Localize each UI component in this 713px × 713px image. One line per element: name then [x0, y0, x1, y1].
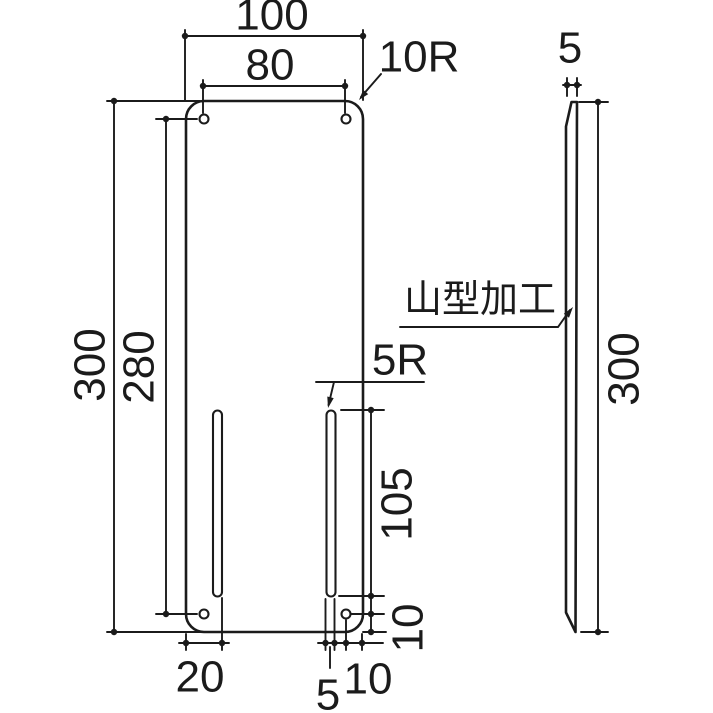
- extension-lines: [106, 29, 609, 651]
- label-corner-radius: 10R: [379, 33, 460, 82]
- hole-bottom-left: [198, 608, 210, 620]
- front-view-outline: [184, 99, 365, 634]
- dim-hole-bottom-offset: 10: [384, 604, 433, 653]
- hole-bottom-right: [340, 608, 352, 620]
- side-view-outline: [564, 100, 579, 634]
- label-mountain-process: 山型加工: [404, 279, 556, 321]
- dim-thickness: 5: [558, 24, 582, 73]
- dim-hole-pitch-h: 80: [246, 41, 295, 90]
- hole-top-left: [198, 113, 210, 125]
- arrowhead-process-note: [563, 307, 573, 318]
- dim-slot-edge-distance: 20: [176, 653, 225, 702]
- leader-lines: [315, 73, 573, 408]
- dim-hole-pitch-v: 280: [115, 330, 164, 403]
- side-view: [564, 100, 579, 634]
- dim-side-height: 300: [600, 332, 649, 405]
- slot-right: [325, 409, 337, 598]
- dim-hole-edge-distance: 10: [344, 655, 393, 704]
- dim-slot-width: 5: [316, 671, 340, 713]
- hole-top-right: [340, 113, 352, 125]
- label-slot-radius: 5R: [372, 336, 428, 385]
- arrowhead-slot-radius: [327, 396, 334, 408]
- arrowhead-corner-radius: [359, 89, 369, 100]
- slot-left: [211, 409, 224, 598]
- dimension-labels: 100 80 10R 300 280 5R 105 10 20 5 10 5 3…: [66, 0, 649, 713]
- front-view: [184, 99, 365, 634]
- dim-outer-width: 100: [235, 0, 308, 40]
- dim-outer-height: 300: [66, 328, 115, 401]
- dimension-end-ticks: [110, 32, 602, 647]
- leader-process-note: [399, 309, 571, 328]
- dim-slot-length: 105: [373, 467, 422, 540]
